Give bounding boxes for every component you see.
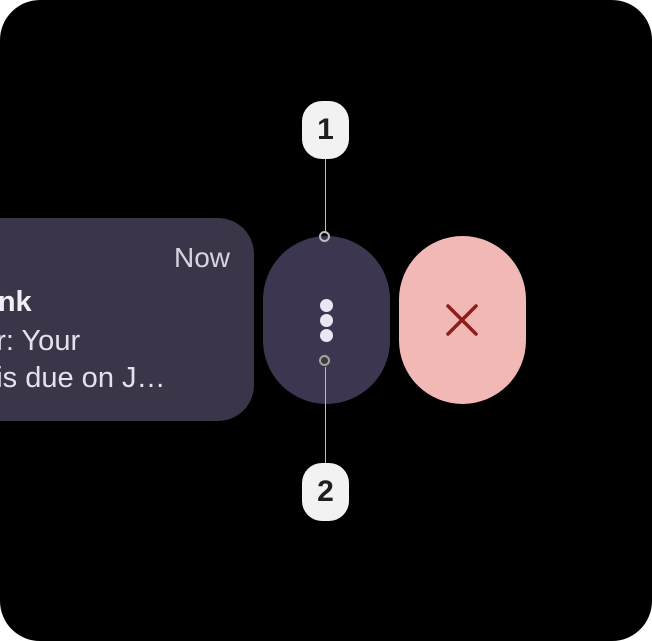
- callout-anchor-2: [319, 355, 330, 366]
- callout-anchor-1: [319, 231, 330, 242]
- close-icon: [446, 304, 478, 336]
- notification-content: Now bank der: Your nt is due on J…: [0, 218, 254, 421]
- notification-card[interactable]: Now bank der: Your nt is due on J…: [0, 218, 254, 421]
- callout-leader-line-1: [325, 158, 326, 233]
- notification-time: Now: [173, 242, 230, 273]
- callout-leader-line-2: [325, 367, 326, 469]
- dismiss-button[interactable]: [399, 236, 526, 404]
- callout-badge-2: 2: [302, 463, 349, 521]
- callout-badge-1: 1: [302, 101, 349, 159]
- notification-text-line-2: nt is due on J…: [0, 362, 166, 394]
- notification-text-line-1: der: Your: [0, 325, 81, 357]
- notification-app-name: bank: [0, 286, 32, 318]
- more-options-button[interactable]: [263, 236, 390, 404]
